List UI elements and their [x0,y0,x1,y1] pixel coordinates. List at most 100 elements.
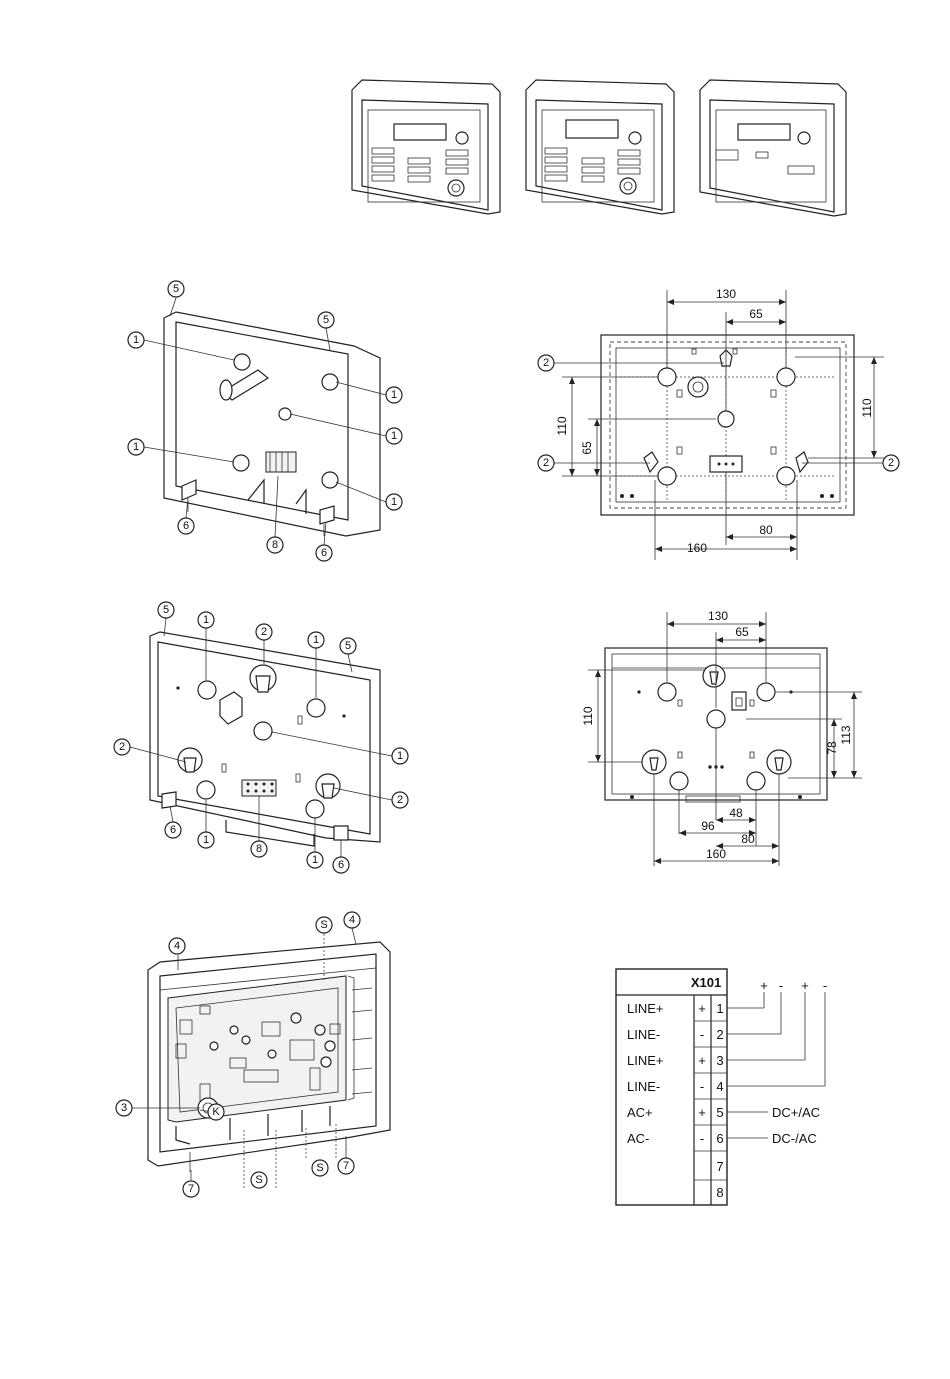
callout-1: 1 [386,387,402,403]
callout-7: 7 [183,1181,199,1197]
dim-160: 160 [687,541,707,555]
panel-front-view-1 [352,80,500,214]
svg-text:+: + [801,978,809,993]
svg-text:1: 1 [716,1001,723,1016]
svg-text:3: 3 [716,1053,723,1068]
svg-text:6: 6 [716,1131,723,1146]
callout-2: 2 [256,624,272,640]
dim-80: 80 [759,523,773,537]
terminal-row: 8 [716,1185,723,1200]
svg-text:8: 8 [272,539,278,551]
svg-text:8: 8 [256,843,262,855]
svg-text:+: + [760,978,768,993]
callout-2: 2 [114,739,130,755]
svg-text:DC-/AC: DC-/AC [772,1131,817,1146]
callout-K: K [208,1104,224,1120]
svg-text:4: 4 [174,940,180,952]
housing-base-flat [150,632,380,846]
svg-text:2: 2 [397,794,403,806]
svg-text:5: 5 [173,283,179,295]
svg-text:6: 6 [170,824,176,836]
svg-text:5: 5 [323,314,329,326]
svg-text:2: 2 [119,741,125,753]
svg-text:DC+/AC: DC+/AC [772,1105,820,1120]
svg-text:1: 1 [203,834,209,846]
svg-text:1: 1 [391,496,397,508]
dim-96: 96 [701,819,715,833]
callout-8: 8 [267,537,283,553]
callout-S: S [251,1172,267,1188]
dim-130-b: 130 [708,609,728,623]
callout-S: S [316,917,332,933]
panel-front-view-3 [700,80,846,216]
callout-1: 1 [128,439,144,455]
callout-1: 1 [128,332,144,348]
callout-S: S [312,1160,328,1176]
dim-78: 78 [825,741,839,755]
svg-text:1: 1 [203,614,209,626]
dim-65: 65 [749,307,763,321]
svg-text:2: 2 [888,457,894,469]
svg-text:2: 2 [261,626,267,638]
svg-text:LINE+: LINE+ [627,1001,664,1016]
dim-110-left: 110 [555,416,569,435]
callout-8: 8 [251,841,267,857]
svg-text:S: S [255,1174,262,1186]
callout-4: 4 [344,912,360,928]
svg-text:1: 1 [391,389,397,401]
callout-6: 6 [333,857,349,873]
terminal-title: X101 [691,975,721,990]
callout-3: 3 [116,1100,132,1116]
svg-text:7: 7 [343,1160,349,1172]
svg-text:6: 6 [183,520,189,532]
callout-1: 1 [307,852,323,868]
svg-text:+: + [698,1001,706,1016]
callout-5: 5 [168,281,184,297]
callout-2: 2 [538,455,554,471]
svg-text:AC-: AC- [627,1131,649,1146]
dim-65-b: 65 [735,625,749,639]
dim-80-b: 80 [741,832,755,846]
svg-text:+: + [698,1105,706,1120]
callout-2: 2 [538,355,554,371]
dim-160-b: 160 [706,847,726,861]
svg-text:2: 2 [543,457,549,469]
callout-5: 5 [158,602,174,618]
svg-text:4: 4 [349,914,355,926]
callout-6: 6 [316,545,332,561]
dim-113: 113 [839,725,853,744]
svg-text:2: 2 [716,1027,723,1042]
callout-5: 5 [318,312,334,328]
svg-text:8: 8 [716,1185,723,1200]
svg-text:1: 1 [133,334,139,346]
callout-1: 1 [308,632,324,648]
svg-text:5: 5 [345,640,351,652]
callout-2: 2 [392,792,408,808]
back-view-dimension-drawing-1 [553,290,884,560]
callout-1: 1 [392,748,408,764]
callout-5: 5 [340,638,356,654]
callout-6: 6 [178,518,194,534]
svg-text:7: 7 [188,1183,194,1195]
dim-65-left: 65 [580,441,594,455]
svg-text:K: K [212,1106,220,1118]
svg-text:3: 3 [121,1102,127,1114]
callout-2: 2 [883,455,899,471]
callout-1: 1 [386,494,402,510]
svg-text:-: - [700,1131,704,1146]
svg-text:+: + [698,1053,706,1068]
svg-text:4: 4 [716,1079,723,1094]
svg-text:-: - [700,1079,704,1094]
svg-text:LINE+: LINE+ [627,1053,664,1068]
svg-text:S: S [316,1162,323,1174]
callout-1: 1 [198,832,214,848]
callout-4: 4 [169,938,185,954]
panel-front-view-2 [526,80,674,214]
svg-text:-: - [823,978,827,993]
svg-text:5: 5 [716,1105,723,1120]
callout-7: 7 [338,1158,354,1174]
svg-text:2: 2 [543,357,549,369]
wire-polarity-labels: + - + - [760,978,827,993]
housing-with-pcb [148,942,390,1172]
